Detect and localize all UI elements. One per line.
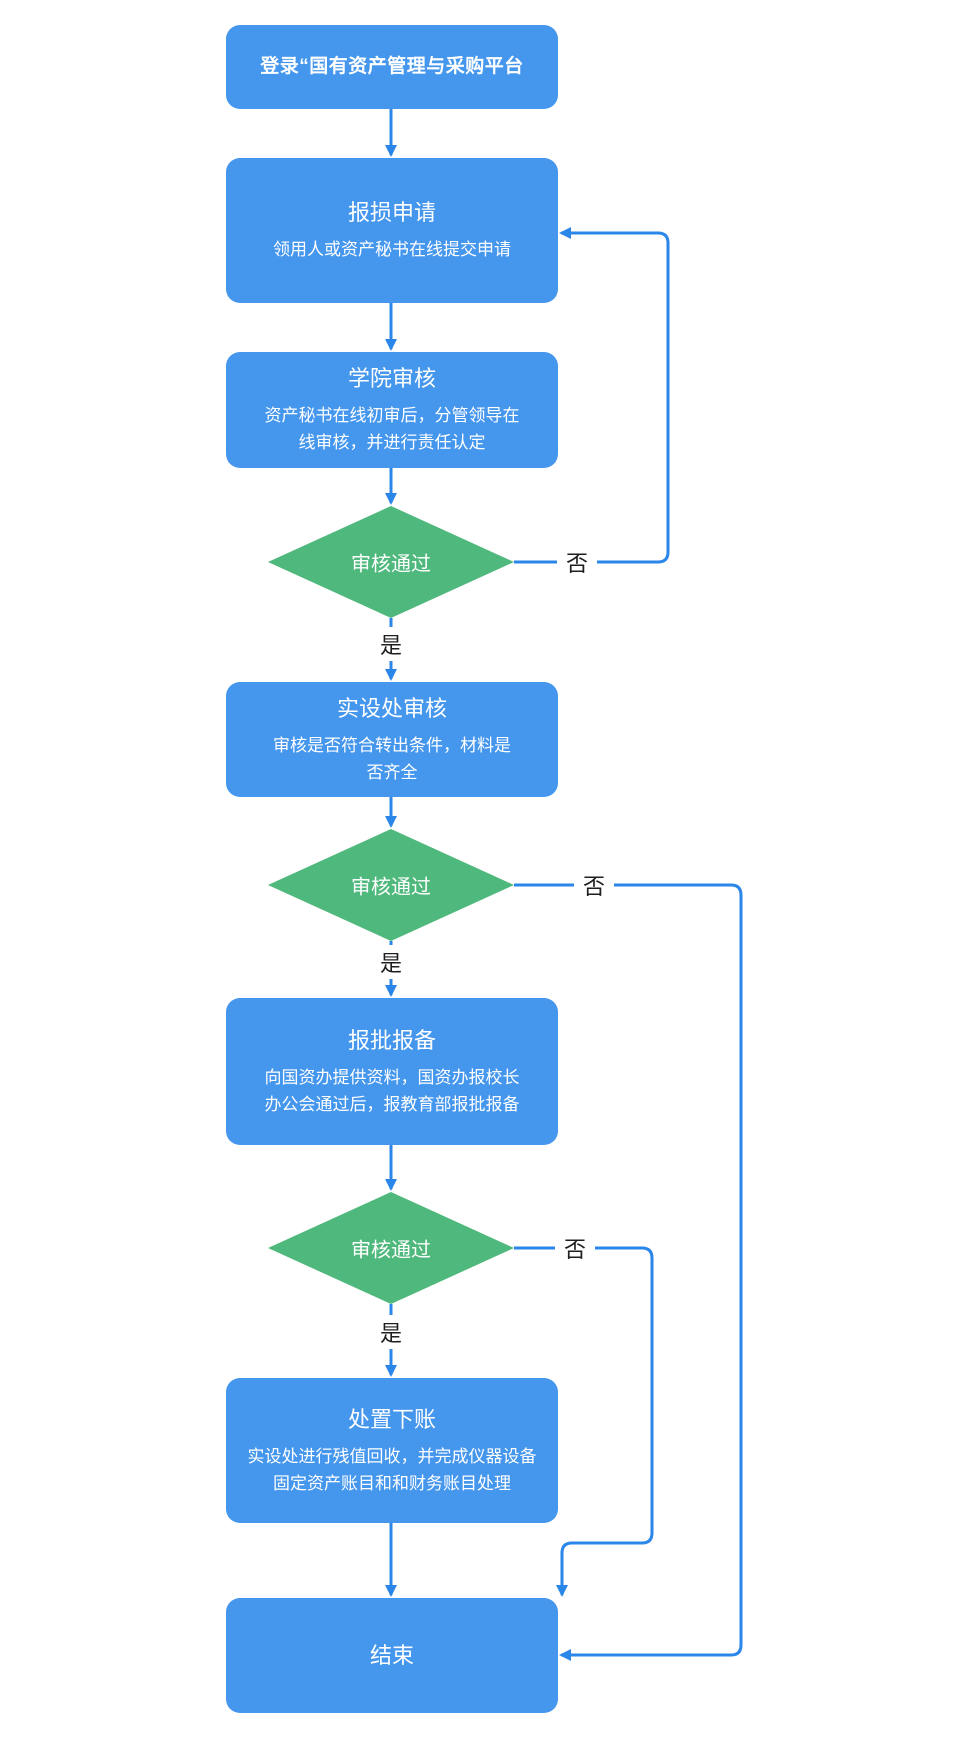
decision-d3-shape [268, 1192, 514, 1304]
node-desc-line: 向国资办提供资料，国资办报校长 [264, 1067, 520, 1087]
edge-label-no-1: 否 [556, 545, 598, 579]
node-title: 报批报备 [347, 1027, 436, 1053]
node-desc: 资产秘书在线初审后，分管领导在 线审核，并进行责任认定 [265, 402, 520, 456]
node-desc-line: 资产秘书在线初审后，分管领导在 [264, 406, 520, 425]
flow-node-end: 结束 [226, 1598, 558, 1713]
edge-label-no-2: 否 [573, 868, 615, 902]
node-title: 学院审核 [347, 366, 436, 391]
edge-decision2-no-to-end [514, 883, 743, 1661]
node-title: 报损申请 [347, 200, 436, 225]
decision-d3-label: 审核通过 [351, 1239, 431, 1262]
node-desc-line: 固定资产账目和和财务账目处理 [273, 1473, 511, 1493]
edge-label-no-3: 否 [554, 1231, 596, 1265]
node-title: 实设处审核 [336, 695, 447, 721]
flow-node-login: 登录“国有资产管理与采购平台 [226, 25, 558, 109]
node-title: 处置下账 [347, 1406, 436, 1432]
node-desc: 实设处进行残值回收，并完成仪器设备 固定资产账目和和财务账目处理 [248, 1443, 537, 1497]
node-desc-line: 否齐全 [366, 762, 418, 782]
edge-decision3-no-to-end [514, 1246, 654, 1597]
flow-node-college-review: 学院审核 资产秘书在线初审后，分管领导在 线审核，并进行责任认定 [226, 352, 558, 468]
flow-node-damage-report: 报损申请 领用人或资产秘书在线提交申请 [226, 158, 558, 303]
edge-decision1-no-to-damage-report [514, 227, 670, 564]
edge-label-yes-2: 是 [370, 945, 412, 979]
node-desc-line: 办公会通过后，报教育部报批报备 [264, 1094, 520, 1114]
node-desc-line: 审核是否符合转出条件，材料是 [273, 735, 511, 755]
flow-node-approval-filing: 报批报备 向国资办提供资料，国资办报校长 办公会通过后，报教育部报批报备 [226, 998, 558, 1145]
node-desc-line: 领用人或资产秘书在线提交申请 [273, 240, 511, 259]
flow-node-disposal-accounting: 处置下账 实设处进行残值回收，并完成仪器设备 固定资产账目和和财务账目处理 [226, 1378, 558, 1523]
edge-label-yes-1: 是 [370, 627, 412, 661]
flow-node-facility-review: 实设处审核 审核是否符合转出条件，材料是 否齐全 [226, 682, 558, 797]
node-title: 结束 [369, 1642, 414, 1668]
decision-d2-label: 审核通过 [351, 876, 431, 899]
decision-d1-shape [268, 506, 514, 618]
edge-label-yes-3: 是 [370, 1315, 412, 1349]
node-desc: 审核是否符合转出条件，材料是 否齐全 [273, 732, 511, 786]
node-desc: 向国资办提供资料，国资办报校长 办公会通过后，报教育部报批报备 [265, 1064, 520, 1118]
decision-d1-label: 审核通过 [351, 553, 431, 576]
node-desc-line: 实设处进行残值回收，并完成仪器设备 [247, 1446, 537, 1466]
node-desc-line: 线审核，并进行责任认定 [298, 433, 486, 452]
node-title: 登录“国有资产管理与采购平台 [260, 56, 524, 77]
node-desc: 领用人或资产秘书在线提交申请 [273, 236, 511, 263]
decision-d2-shape [268, 829, 514, 941]
